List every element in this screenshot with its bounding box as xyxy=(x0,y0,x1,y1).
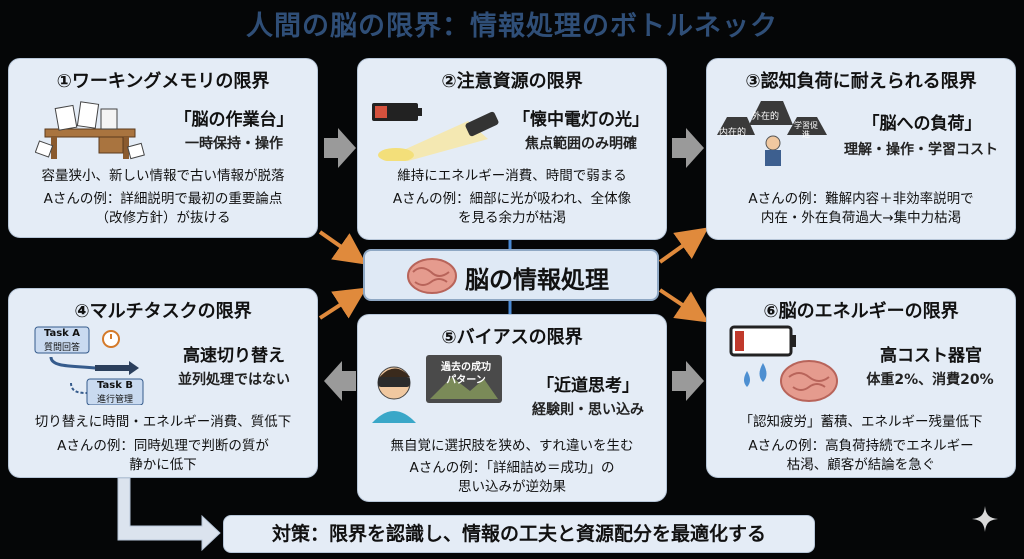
gray-arrow-1-2 xyxy=(324,128,356,168)
subtitle-text: 経験則・思い込み xyxy=(532,402,644,418)
metaphor-text: 高速切り替え xyxy=(183,346,285,366)
metaphor-text: 「脳の作業台」 xyxy=(174,110,294,130)
cognitive-load-box: ③認知負荷に耐えられる限界 内在的 外在的 学習促進 「脳への負荷」 理解・操作… xyxy=(706,58,1016,240)
description-text: 無自覚に選択肢を狭め、すれ違いを生む xyxy=(390,438,634,454)
sparkle-icon xyxy=(972,506,998,532)
brain-icon xyxy=(407,258,457,294)
messy-desk-icon xyxy=(35,101,145,160)
page-title: 人間の脳の限界：情報処理のボトルネック xyxy=(246,11,778,42)
arrow-wm-to-center xyxy=(318,230,367,265)
box-title: ③認知負荷に耐えられる限界 xyxy=(745,71,977,92)
example-line-1: Aさんの例：同時処理で判断の質が xyxy=(57,438,269,454)
example-line-2: 思い込みが逆効果 xyxy=(458,479,566,495)
subtitle-text: 一時保持・操作 xyxy=(185,136,283,152)
box-title: ①ワーキングメモリの限界 xyxy=(56,71,270,92)
subtitle-text: 体重2%、消費20% xyxy=(866,372,994,388)
arrow-center-to-energy xyxy=(658,288,709,323)
footer-arrow xyxy=(117,477,221,552)
metaphor-text: 「近道思考」 xyxy=(537,376,639,396)
example-line-1: Aさんの例：難解内容＋非効率説明で xyxy=(748,191,974,207)
description-text: 「認知疲労」蓄積、エネルギー残量低下 xyxy=(739,414,983,430)
weight-label-1: 内在的 xyxy=(719,128,747,138)
vr-headset-person-icon xyxy=(372,355,502,423)
attention-box: ②注意資源の限界 「懐中電灯の光」 焦点範囲のみ明確 維持にエネルギー消費、時間… xyxy=(357,58,667,240)
working-memory-box: ①ワーキングメモリの限界 「脳の作業台」 一時保持・操作 容量狭小、新しい情報で… xyxy=(8,58,318,238)
subtitle-text: 理解・操作・学習コスト xyxy=(844,142,998,158)
box-title: ④マルチタスクの限界 xyxy=(74,301,252,322)
gray-arrow-2-3 xyxy=(672,128,704,168)
task-b-label: Task B xyxy=(97,380,133,391)
subtitle-text: 並列処理ではない xyxy=(178,372,290,388)
multitask-box: ④マルチタスクの限界 Task A 質問回答 Task B 進行管理 高速切り替… xyxy=(8,288,318,478)
footer-banner: 対策：限界を認識し、情報の工夫と資源配分を最適化する xyxy=(223,515,815,553)
gray-arrow-5-6 xyxy=(672,361,704,401)
task-switch-icon xyxy=(34,326,144,405)
example-line-1: Aさんの例：高負荷持続でエネルギー xyxy=(748,438,974,454)
weights-person-icon xyxy=(717,101,827,166)
example-line-2: 内在・外在負荷過大→集中力枯渇 xyxy=(760,210,962,226)
metaphor-text: 高コスト器官 xyxy=(880,346,982,366)
center-label: 脳の情報処理 xyxy=(465,266,609,294)
arrow-center-to-load xyxy=(658,227,709,264)
metaphor-text: 「脳への負荷」 xyxy=(862,114,982,134)
box-title: ⑥脳のエネルギーの限界 xyxy=(763,301,959,322)
description-text: 容量狭小、新しい情報で古い情報が脱落 xyxy=(41,168,285,184)
arrow-multitask-to-center xyxy=(318,287,367,320)
description-text: 維持にエネルギー消費、時間で弱まる xyxy=(397,168,627,184)
weight-label-2: 外在的 xyxy=(752,112,780,122)
bias-box: ⑤バイアスの限界 過去の成功 パターン 「近道思考」 経験則・思い込み 無自覚に… xyxy=(357,314,667,502)
example-line-1: Aさんの例：細部に光が吸われ、全体像 xyxy=(392,191,632,207)
box-title: ②注意資源の限界 xyxy=(441,71,583,92)
box-title: ⑤バイアスの限界 xyxy=(441,327,583,348)
description-text: 切り替えに時間・エネルギー消費、質低下 xyxy=(34,414,292,430)
battery-brain-icon xyxy=(729,325,838,402)
energy-box: ⑥脳のエネルギーの限界 高コスト器官 体重2%、消費20% 「認知疲労」蓄積、エ… xyxy=(706,288,1016,478)
metaphor-text: 「懐中電灯の光」 xyxy=(513,110,649,130)
example-line-2: を見る余力が枯渇 xyxy=(458,210,566,226)
task-a-sub: 質問回答 xyxy=(43,343,80,353)
weight-label-3: 学習促進 xyxy=(794,121,818,139)
vision-label-2: パターン xyxy=(446,375,486,386)
example-line-1: Aさんの例：詳細説明で最初の重要論点 xyxy=(43,191,283,207)
gray-arrow-5-4 xyxy=(324,361,356,401)
vision-label-1: 過去の成功 xyxy=(441,362,491,373)
example-line-2: 静かに低下 xyxy=(129,457,197,473)
flashlight-icon xyxy=(372,103,499,161)
task-a-label: Task A xyxy=(43,328,81,339)
subtitle-text: 焦点範囲のみ明確 xyxy=(525,136,637,152)
example-line-1: Aさんの例：「詳細詰め＝成功」の xyxy=(409,460,615,476)
example-line-2: 枯渇、顧客が結論を急ぐ xyxy=(786,457,936,473)
center-brain-box: 脳の情報処理 xyxy=(363,249,659,301)
task-b-sub: 進行管理 xyxy=(96,395,133,405)
example-line-2: （改修方針）が抜ける xyxy=(95,210,231,226)
